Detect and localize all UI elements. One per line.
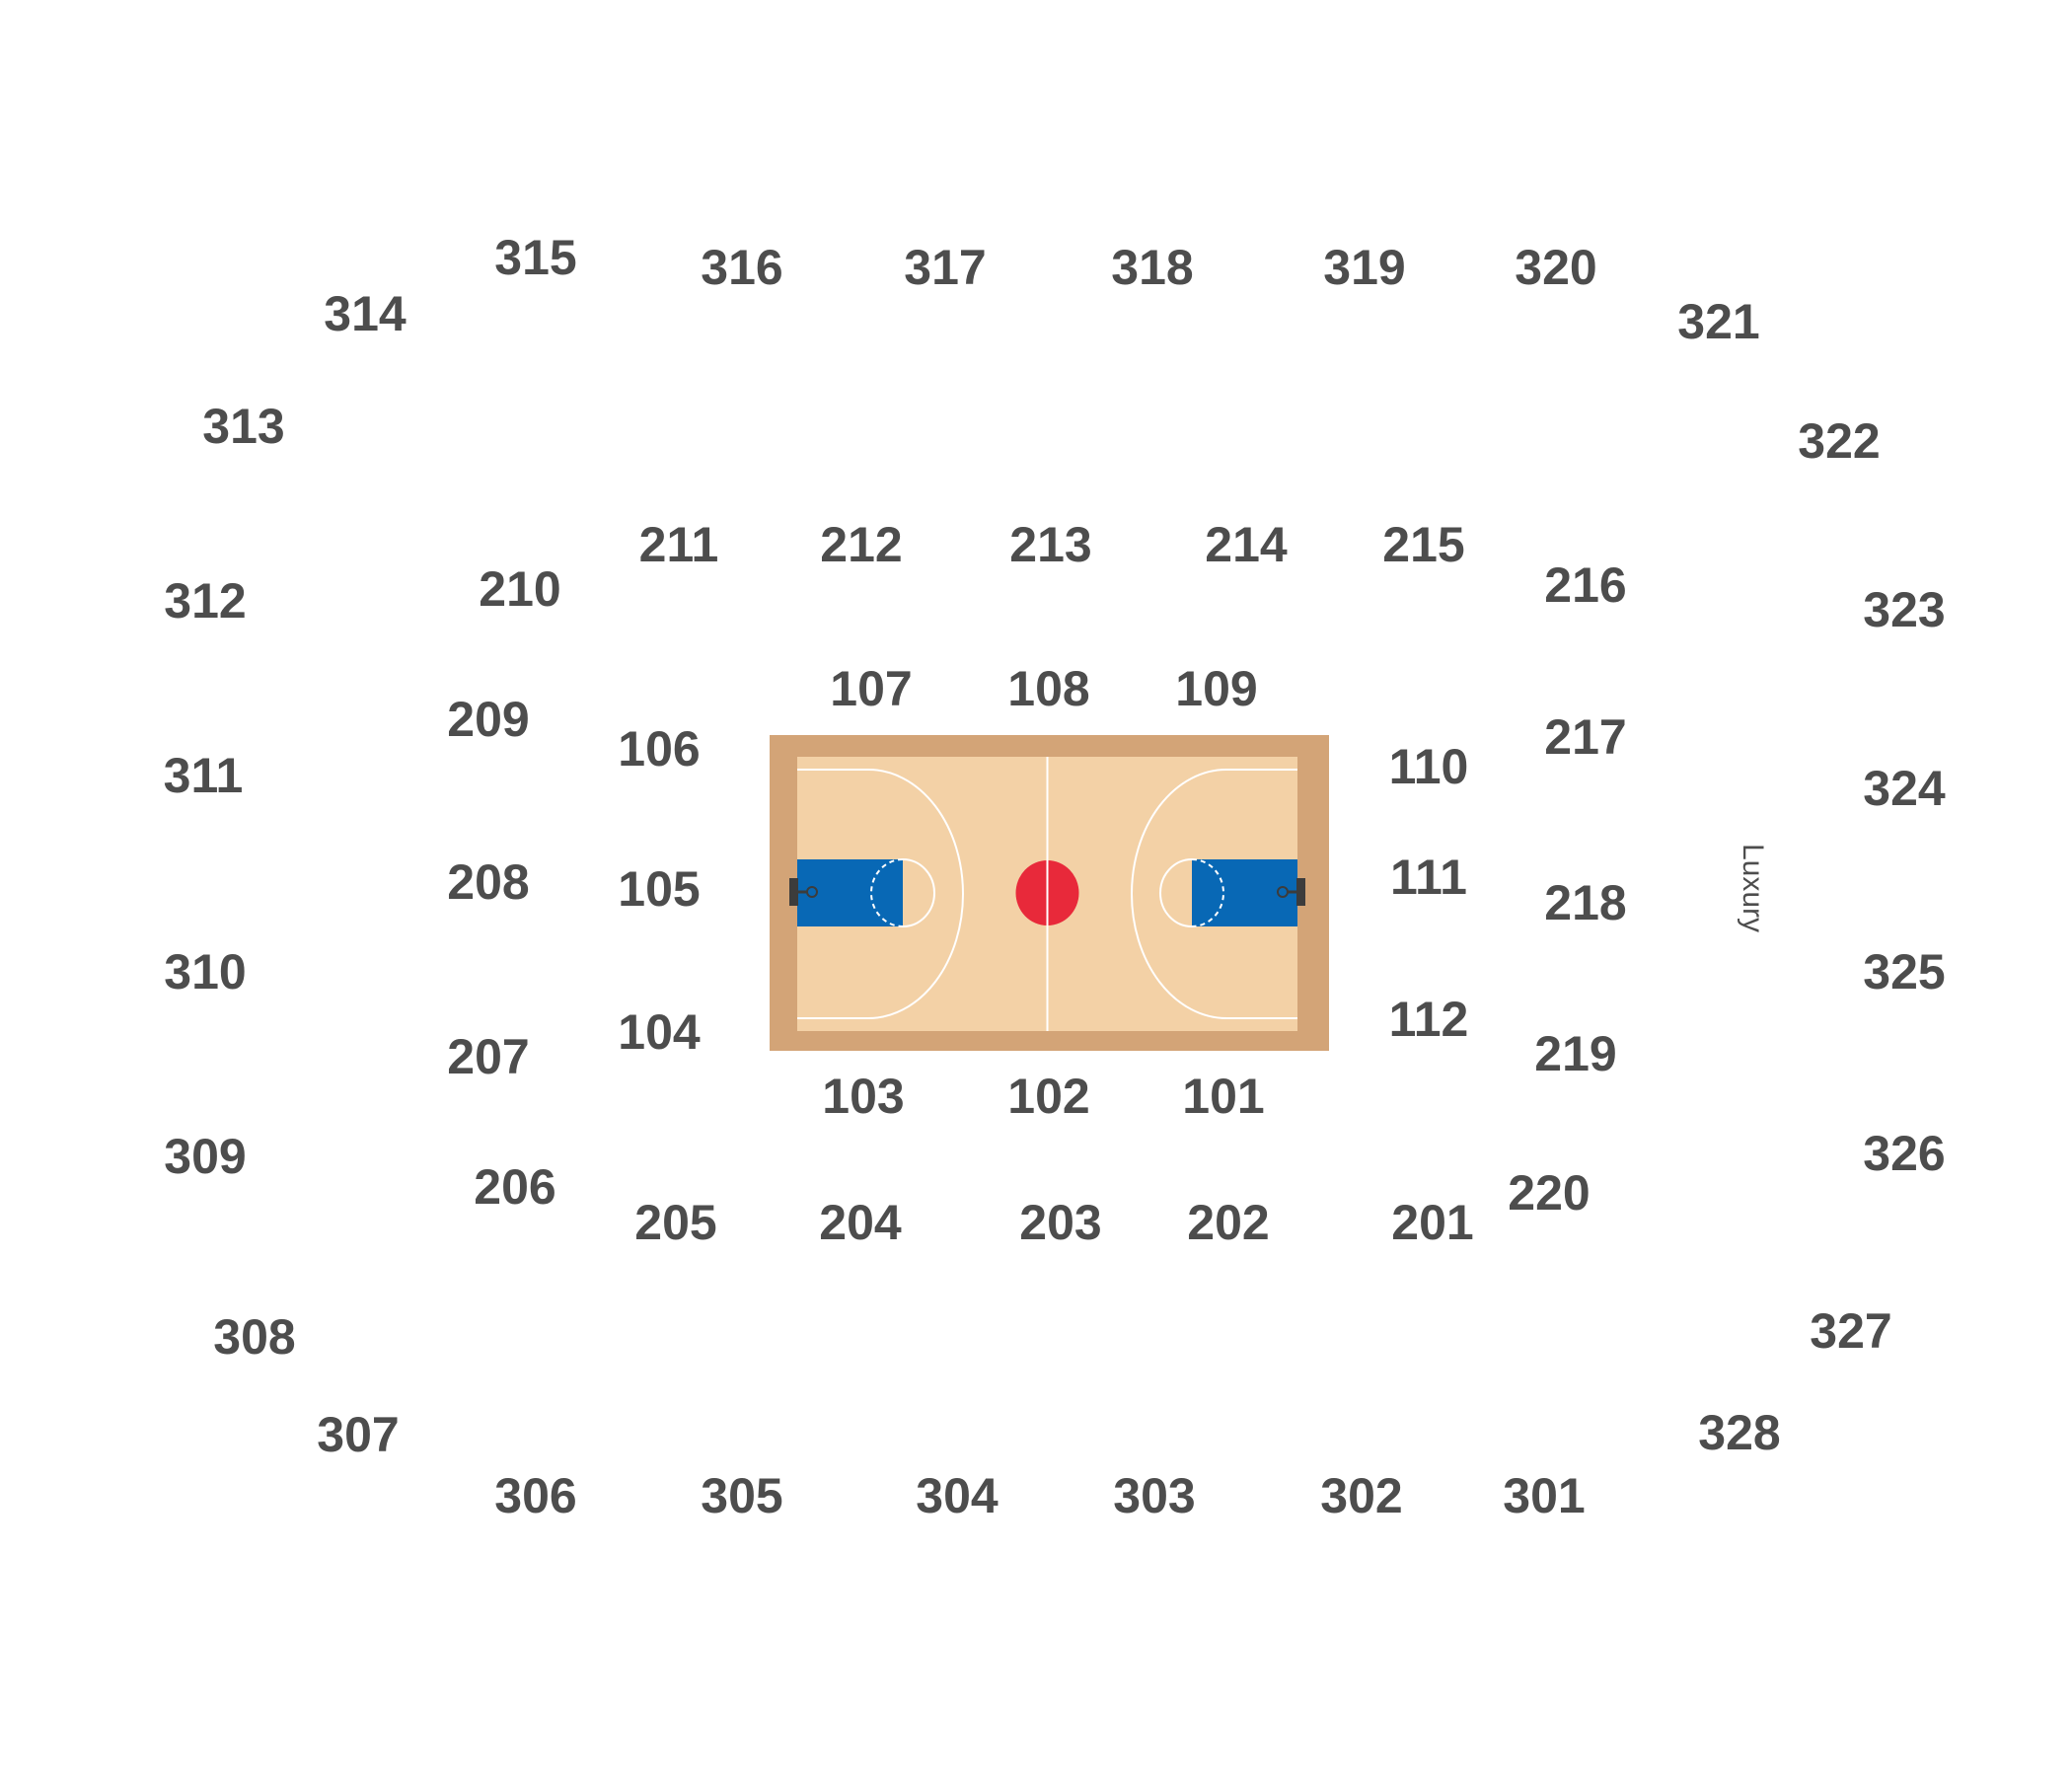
- section-213[interactable]: 213: [1009, 517, 1091, 572]
- section-303[interactable]: 303: [1113, 1468, 1195, 1523]
- section-209[interactable]: 209: [447, 692, 529, 747]
- section-106[interactable]: 106: [618, 721, 700, 777]
- section-206[interactable]: 206: [474, 1159, 555, 1215]
- section-202[interactable]: 202: [1187, 1195, 1269, 1250]
- section-320[interactable]: 320: [1515, 240, 1596, 295]
- section-207[interactable]: 207: [447, 1029, 529, 1084]
- section-210[interactable]: 210: [479, 561, 560, 617]
- section-309[interactable]: 309: [164, 1129, 246, 1184]
- section-215[interactable]: 215: [1382, 517, 1464, 572]
- section-328[interactable]: 328: [1698, 1405, 1780, 1460]
- section-219[interactable]: 219: [1534, 1026, 1616, 1081]
- section-317[interactable]: 317: [904, 240, 986, 295]
- section-314[interactable]: 314: [324, 286, 407, 341]
- paint-left: [797, 859, 903, 926]
- section-305[interactable]: 305: [701, 1468, 782, 1523]
- three-point-line-left: [797, 769, 964, 1019]
- section-306[interactable]: 306: [494, 1468, 576, 1523]
- section-218[interactable]: 218: [1544, 875, 1626, 930]
- section-323[interactable]: 323: [1863, 582, 1945, 637]
- section-110[interactable]: 110: [1389, 739, 1469, 794]
- section-214[interactable]: 214: [1205, 517, 1288, 572]
- basketball-court-icon: [770, 735, 1329, 1051]
- section-108[interactable]: 108: [1007, 661, 1089, 716]
- section-307[interactable]: 307: [317, 1407, 399, 1462]
- section-301[interactable]: 301: [1503, 1468, 1585, 1523]
- section-101[interactable]: 101: [1182, 1069, 1264, 1124]
- section-201[interactable]: 201: [1391, 1195, 1473, 1250]
- hoop-right: [1277, 878, 1305, 906]
- section-312[interactable]: 312: [164, 573, 246, 629]
- section-316[interactable]: 316: [701, 240, 782, 295]
- section-315[interactable]: 315: [494, 230, 576, 285]
- section-318[interactable]: 318: [1111, 240, 1193, 295]
- free-throw-dash-left: [870, 858, 904, 927]
- paint-right: [1192, 859, 1297, 926]
- section-319[interactable]: 319: [1323, 240, 1405, 295]
- section-308[interactable]: 308: [213, 1309, 295, 1365]
- section-204[interactable]: 204: [819, 1195, 902, 1250]
- section-327[interactable]: 327: [1810, 1303, 1891, 1359]
- section-304[interactable]: 304: [916, 1468, 999, 1523]
- section-220[interactable]: 220: [1508, 1165, 1590, 1221]
- free-throw-arc-left: [902, 858, 935, 927]
- section-313[interactable]: 313: [202, 399, 284, 454]
- section-322[interactable]: 322: [1798, 413, 1880, 469]
- section-208[interactable]: 208: [447, 854, 529, 910]
- section-217[interactable]: 217: [1544, 709, 1626, 765]
- free-throw-arc-right: [1159, 858, 1193, 927]
- section-111[interactable]: 111: [1390, 850, 1467, 905]
- section-103[interactable]: 103: [822, 1069, 904, 1124]
- section-104[interactable]: 104: [618, 1004, 701, 1060]
- free-throw-dash-right: [1191, 858, 1224, 927]
- section-labels: 101 102 103 104 105 106 107 108 109 110 111 112 201 2…: [164, 230, 1946, 1523]
- section-109[interactable]: 109: [1175, 661, 1257, 716]
- section-112[interactable]: 112: [1389, 992, 1469, 1047]
- hoop-left: [789, 878, 818, 906]
- section-211[interactable]: 211: [639, 517, 719, 572]
- section-321[interactable]: 321: [1677, 294, 1759, 349]
- section-326[interactable]: 326: [1863, 1126, 1945, 1181]
- section-203[interactable]: 203: [1019, 1195, 1101, 1250]
- luxury-label: Luxury: [1737, 844, 1769, 932]
- section-325[interactable]: 325: [1863, 944, 1945, 999]
- section-107[interactable]: 107: [830, 661, 912, 716]
- section-311[interactable]: 311: [164, 748, 244, 803]
- section-212[interactable]: 212: [820, 517, 902, 572]
- section-102[interactable]: 102: [1007, 1069, 1089, 1124]
- section-324[interactable]: 324: [1863, 761, 1946, 816]
- section-105[interactable]: 105: [618, 861, 700, 917]
- section-310[interactable]: 310: [164, 944, 246, 999]
- three-point-line-right: [1131, 769, 1297, 1019]
- section-302[interactable]: 302: [1320, 1468, 1402, 1523]
- section-216[interactable]: 216: [1544, 557, 1626, 613]
- section-205[interactable]: 205: [634, 1195, 716, 1250]
